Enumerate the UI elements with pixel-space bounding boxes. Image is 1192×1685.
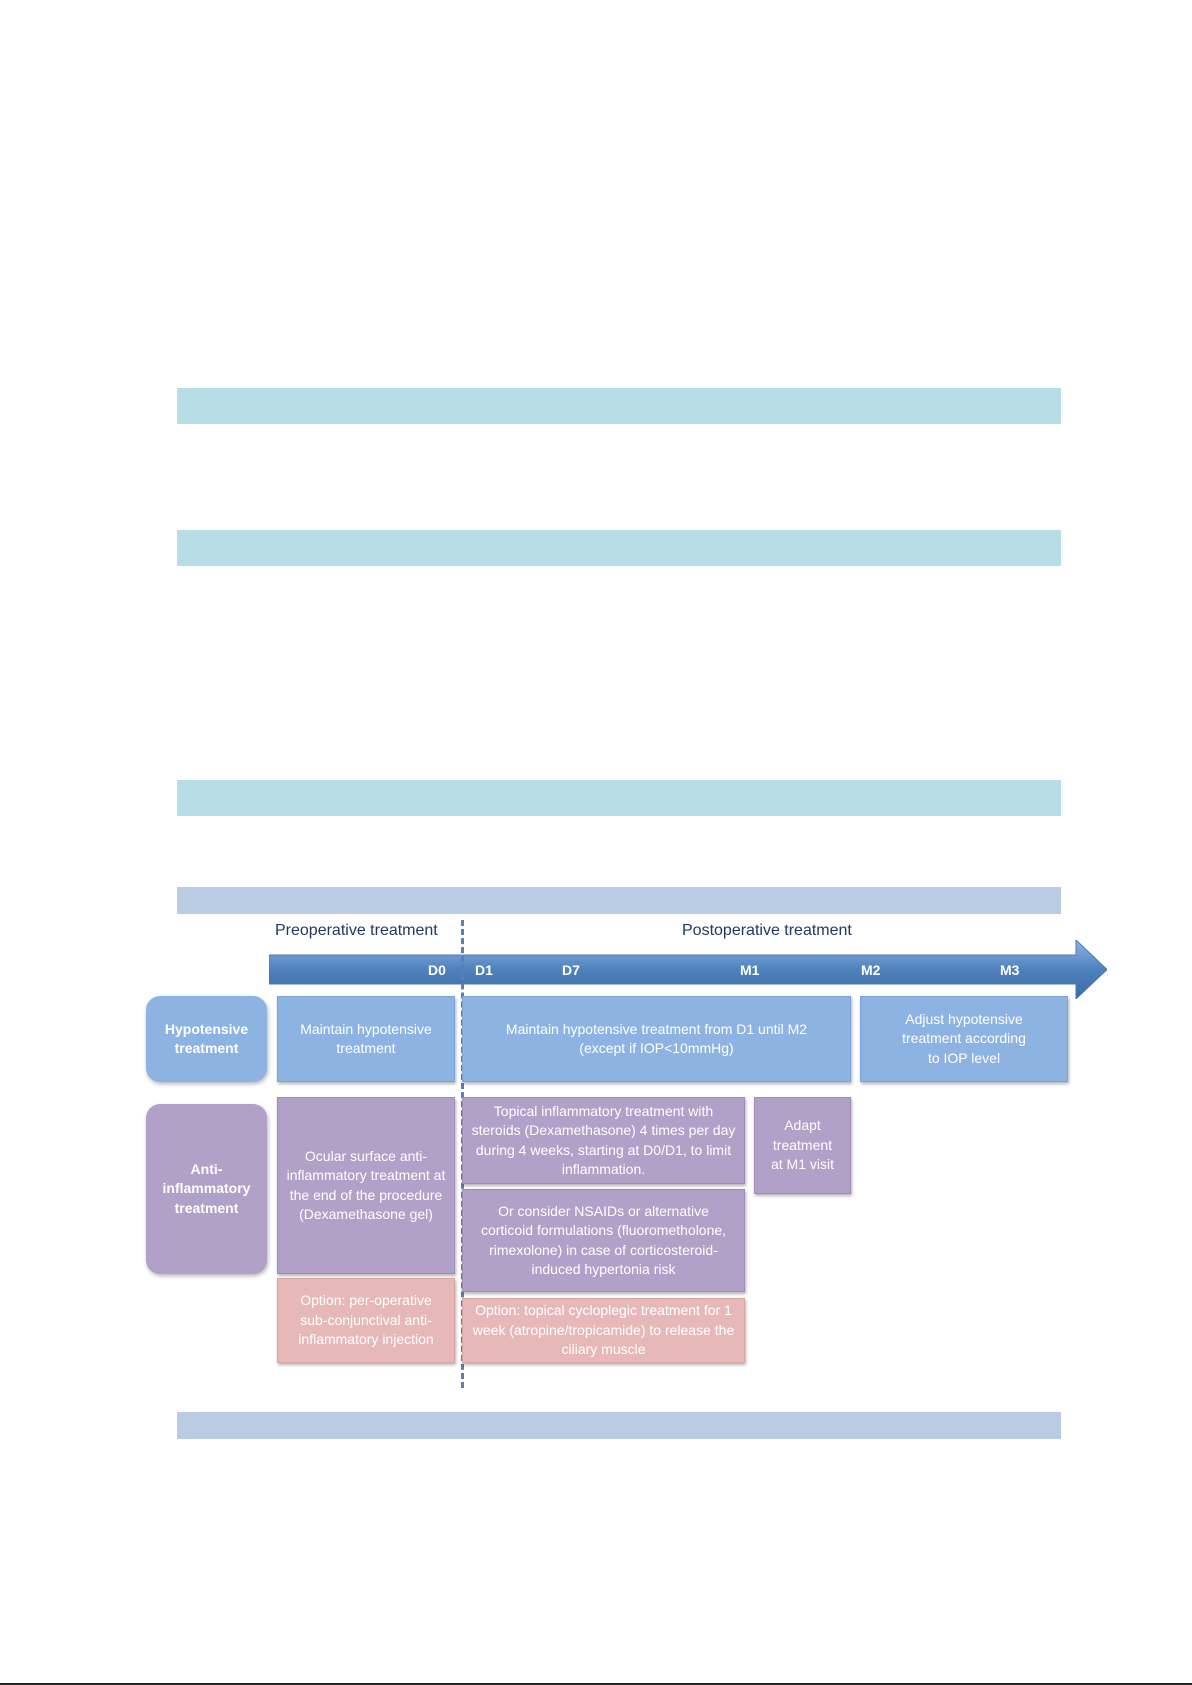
- option-pre-box: Option: per-operative sub-conjunctival a…: [277, 1278, 455, 1363]
- timeline-arrow: [269, 940, 1107, 999]
- anti-inflammatory-m1-box: Adapt treatment at M1 visit: [754, 1097, 851, 1194]
- section-band-2: [177, 530, 1061, 566]
- figure-bottom-band: [177, 1412, 1061, 1439]
- tick-d7: D7: [562, 962, 580, 978]
- figure-top-band: [177, 887, 1061, 914]
- anti-inflammatory-row-label: Anti-inflammatory treatment: [146, 1104, 267, 1274]
- anti-inflammatory-nsaids-box: Or consider NSAIDs or alternative cortic…: [462, 1189, 745, 1292]
- tick-m1: M1: [740, 962, 760, 978]
- tick-d1: D1: [475, 962, 493, 978]
- postoperative-label: Postoperative treatment: [682, 922, 852, 939]
- page-bottom-rule: [0, 1683, 1192, 1685]
- hypotensive-pre-box: Maintain hypotensive treatment: [277, 996, 455, 1082]
- hypotensive-post-box: Maintain hypotensive treatment from D1 u…: [462, 996, 851, 1082]
- tick-m3: M3: [1000, 962, 1020, 978]
- tick-m2: M2: [861, 962, 881, 978]
- anti-inflammatory-steroids-box: Topical inflammatory treatment with ster…: [462, 1097, 745, 1184]
- section-band-1: [177, 388, 1061, 424]
- hypotensive-row-label: Hypotensive treatment: [146, 996, 267, 1082]
- anti-inflammatory-pre-box: Ocular surface anti-inflammatory treatme…: [277, 1097, 455, 1274]
- hypotensive-late-box: Adjust hypotensive treatment according t…: [860, 996, 1068, 1082]
- tick-d0: D0: [428, 962, 446, 978]
- option-post-box: Option: topical cycloplegic treatment fo…: [462, 1298, 745, 1363]
- section-band-3: [177, 780, 1061, 816]
- preoperative-label: Preoperative treatment: [275, 922, 438, 939]
